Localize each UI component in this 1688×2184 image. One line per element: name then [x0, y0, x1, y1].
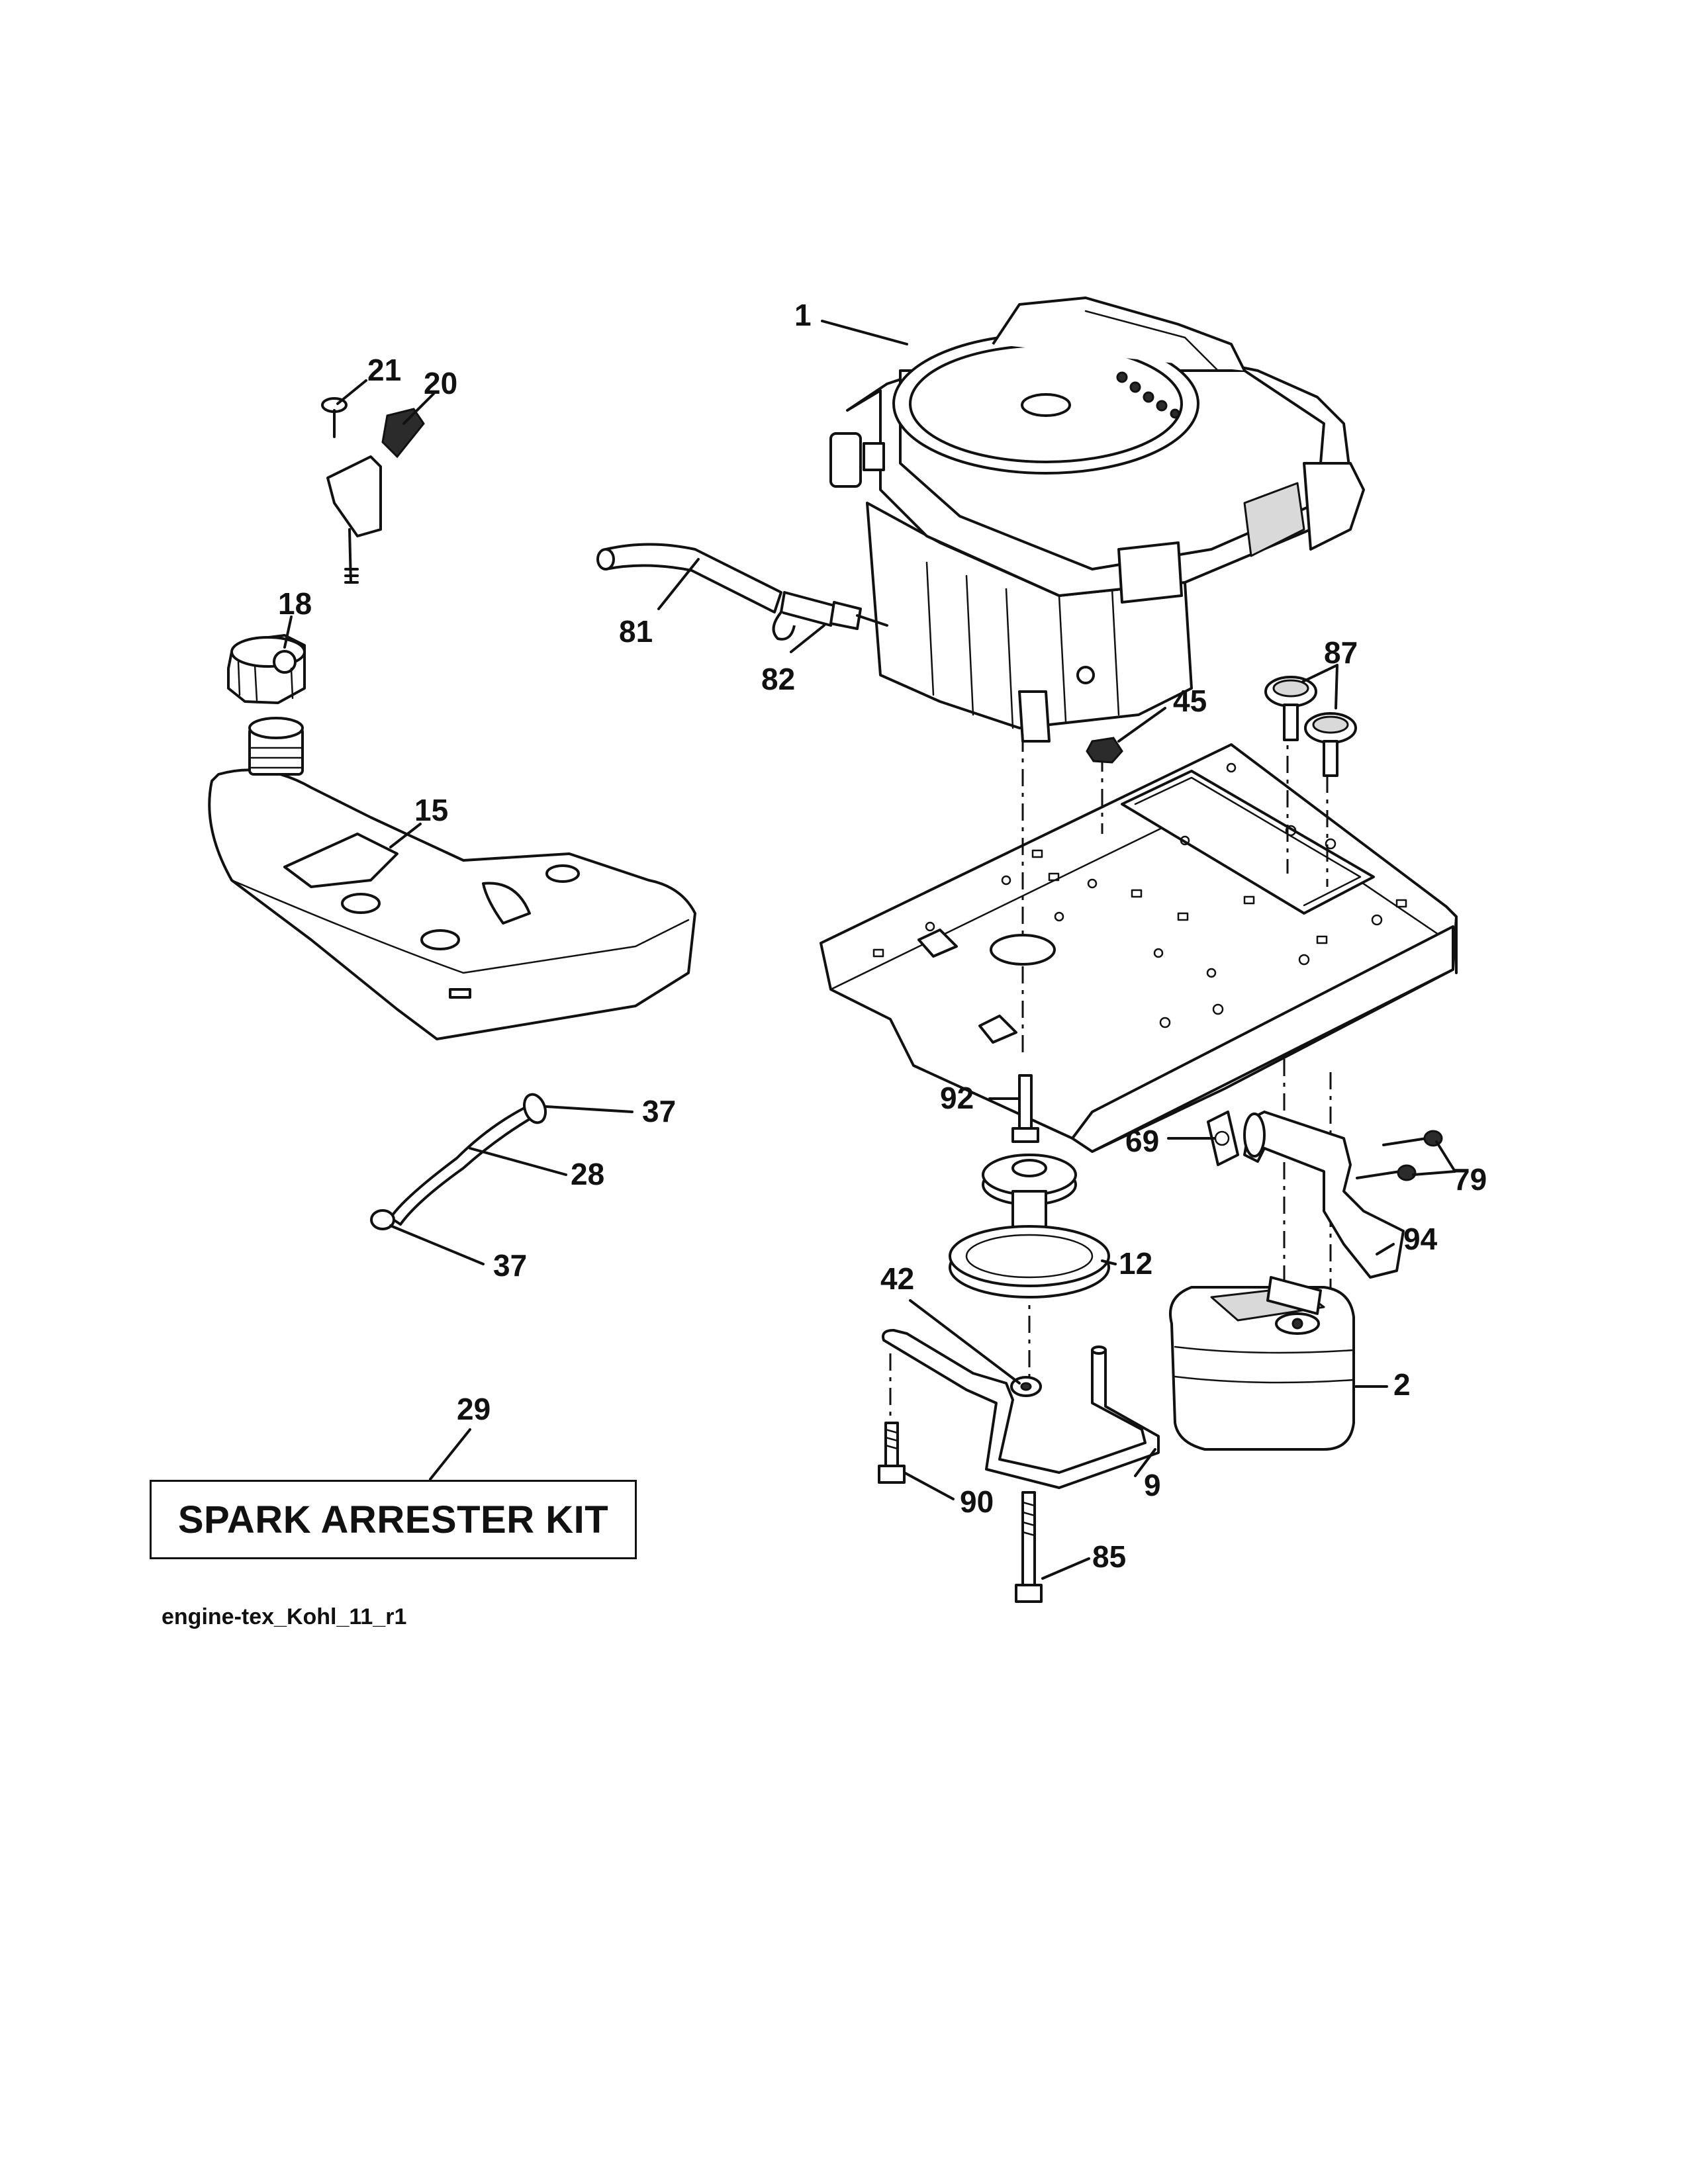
callout-1: 1 [794, 298, 812, 332]
callout-18: 18 [278, 586, 312, 621]
nut-45 [1086, 737, 1123, 764]
fuel-hose [389, 1104, 538, 1226]
frame-plate [820, 743, 1458, 1153]
callout-37a: 37 [642, 1094, 676, 1128]
spark-arrester-kit-label: SPARK ARRESTER KIT [177, 1498, 609, 1541]
fuel-shutoff-valve [772, 591, 888, 641]
callout-87: 87 [1324, 635, 1358, 670]
callout-29: 29 [457, 1392, 491, 1426]
callout-9: 9 [1144, 1468, 1161, 1502]
bolt-90 [878, 1353, 906, 1484]
callout-15: 15 [414, 793, 448, 827]
callout-85: 85 [1092, 1539, 1126, 1574]
leader-lines [283, 320, 1456, 1580]
callout-94: 94 [1403, 1222, 1438, 1256]
callout-28: 28 [571, 1157, 604, 1191]
callout-2: 2 [1393, 1367, 1411, 1402]
callout-82: 82 [761, 662, 795, 696]
callout-37b: 37 [493, 1248, 527, 1283]
throttle-control [326, 408, 425, 584]
screw-21 [321, 397, 348, 438]
exhaust-pipe [1243, 1111, 1405, 1279]
bolt-85 [1015, 1491, 1043, 1603]
engine-pulley [949, 1154, 1110, 1298]
exhaust-gasket [1207, 1111, 1239, 1166]
bolt-92 [1011, 1074, 1039, 1143]
hose-clamp-37-lower [370, 1209, 395, 1230]
callout-69: 69 [1125, 1124, 1159, 1158]
callout-81: 81 [619, 614, 653, 649]
spark-arrester-kit-box: SPARK ARRESTER KIT [150, 1480, 637, 1559]
hose-clamp-37-upper [523, 1093, 547, 1124]
fuel-line [596, 543, 782, 614]
fuel-tank [208, 717, 696, 1040]
callout-labels: 1 21 20 18 81 82 87 45 15 37 28 37 92 69… [278, 298, 1487, 1574]
callout-21: 21 [367, 353, 401, 387]
callout-45: 45 [1173, 684, 1207, 718]
callout-42: 42 [880, 1261, 914, 1296]
bolts-87 [1264, 676, 1357, 777]
engine [829, 296, 1365, 743]
callout-90: 90 [960, 1484, 994, 1519]
callout-20: 20 [424, 366, 457, 400]
fuel-cap [227, 634, 306, 704]
callout-79: 79 [1453, 1162, 1487, 1197]
callout-12: 12 [1119, 1246, 1152, 1281]
screws-79 [1356, 1130, 1443, 1181]
muffler [1169, 1276, 1355, 1451]
callout-92: 92 [940, 1081, 974, 1115]
belt-guide-bracket [882, 1329, 1160, 1489]
diagram-code: engine-tex_Kohl_11_r1 [162, 1604, 407, 1629]
